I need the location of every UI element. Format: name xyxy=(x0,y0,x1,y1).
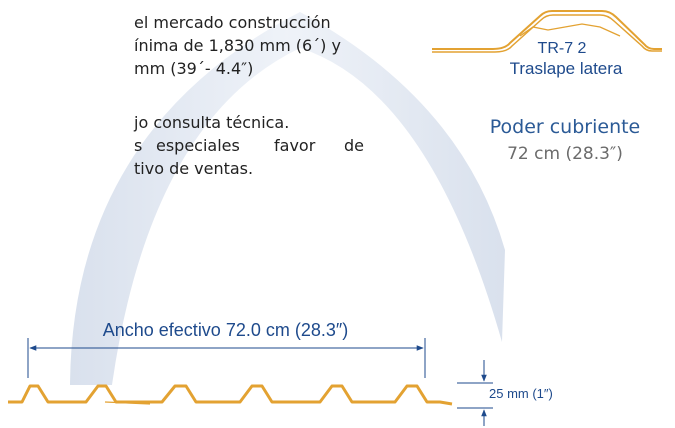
spec-line-5-b: especiales xyxy=(156,136,240,155)
roof-profile xyxy=(8,384,453,406)
coverage-value: 72 cm (28.3″) xyxy=(507,144,623,164)
spec-line-4: jo consulta técnica. xyxy=(134,113,290,132)
spec-line-1: el mercado construcción xyxy=(134,13,331,32)
coverage-title: Poder cubriente xyxy=(489,116,641,138)
spec-line-3: mm (39´- 4.4″) xyxy=(134,59,254,78)
arch-panel xyxy=(70,12,505,385)
spec-line-6: tivo de ventas. xyxy=(134,159,254,178)
profile-icon-lines xyxy=(432,10,662,50)
spec-line-5-c: favor xyxy=(274,136,316,155)
spec-line-5-d: de xyxy=(344,136,364,155)
profile-caption: Traslape latera xyxy=(509,59,623,78)
profile-code: TR-7 2 xyxy=(537,40,587,57)
spec-line-2: ínima de 1,830 mm (6´) y xyxy=(134,36,341,55)
effective-width-label: Ancho efectivo 72.0 cm (28.3″) xyxy=(102,320,349,340)
rib-height-label: 25 mm (1″) xyxy=(489,386,553,401)
spec-line-5-a: s xyxy=(134,136,143,155)
